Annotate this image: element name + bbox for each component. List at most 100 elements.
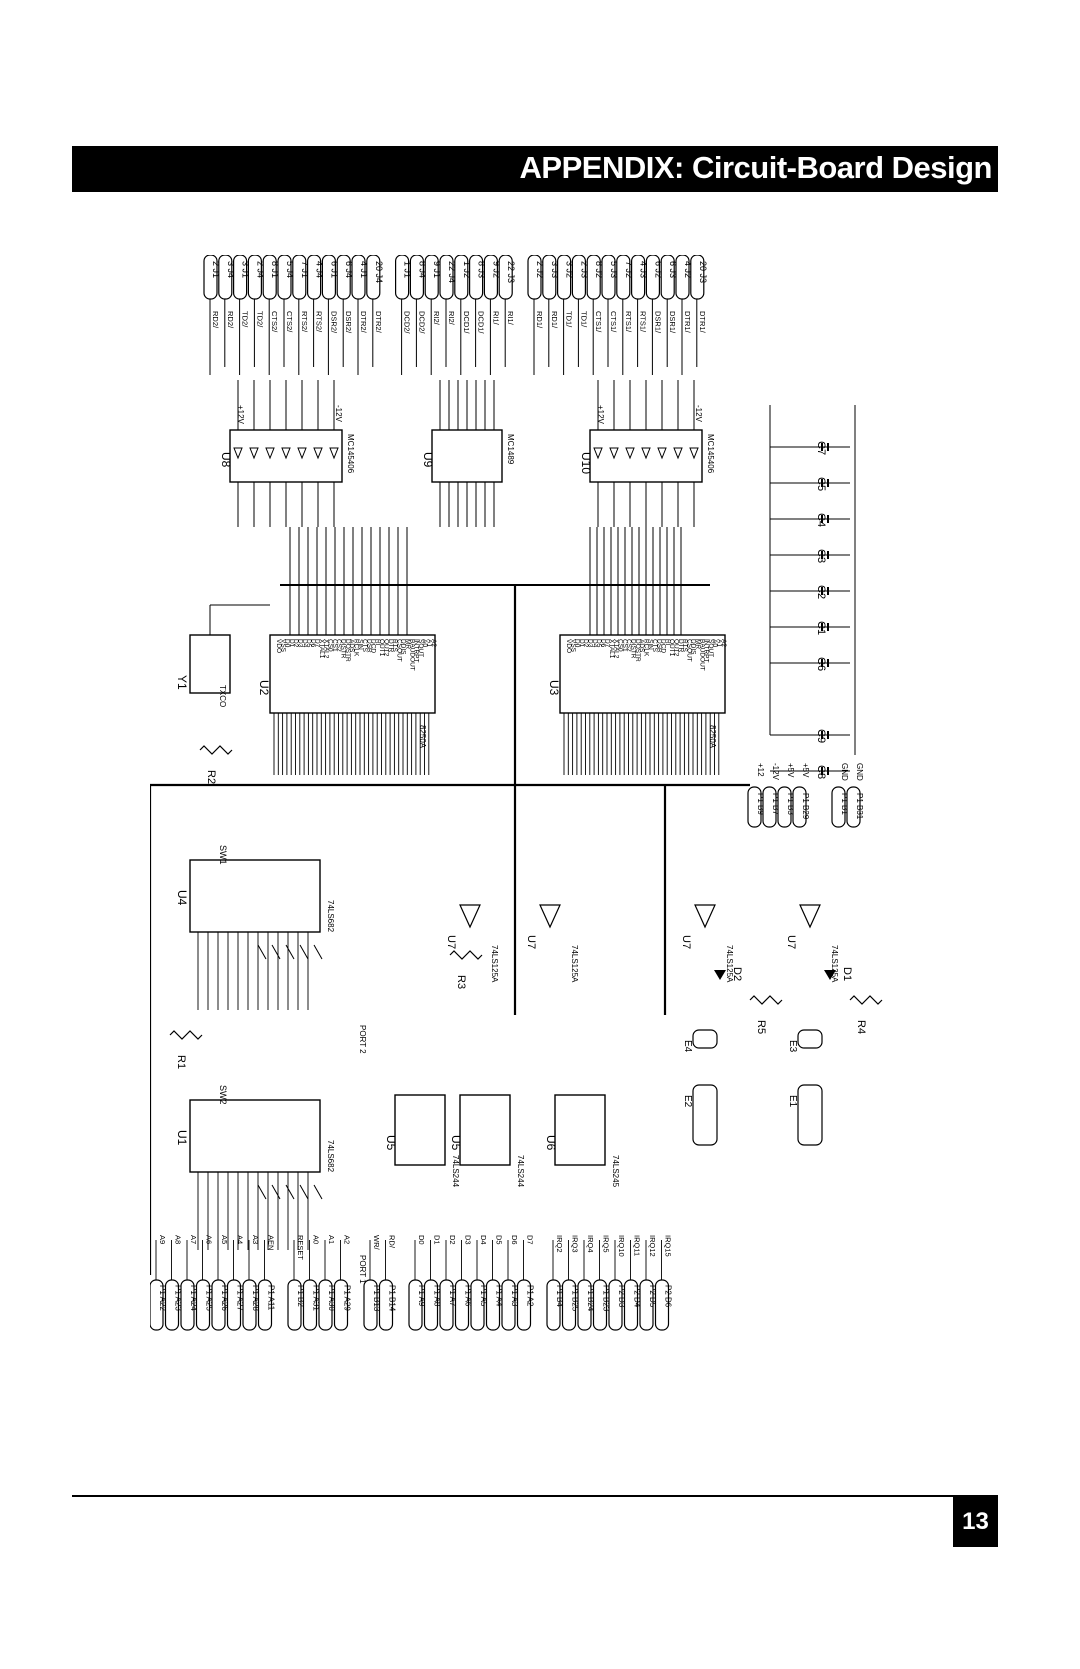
net-label: RD1/: [535, 311, 544, 329]
bus-connector: [363, 1279, 378, 1331]
pin-label: INTRPT: [413, 639, 420, 663]
pin-label: DSR: [365, 639, 372, 653]
net-label: IRQ10: [617, 1235, 626, 1257]
pin-label: DISTR: [630, 639, 637, 659]
net-label: RD/: [388, 1235, 397, 1249]
connector-label: P1 B25: [571, 1285, 580, 1312]
driver-chip: [431, 429, 503, 483]
diode: [714, 970, 726, 980]
connector-label: 8 J1: [270, 261, 280, 278]
connector-label: 4 J4: [315, 261, 325, 278]
net-label: A3: [251, 1235, 260, 1244]
net-label: A9: [158, 1235, 167, 1244]
net-label: A0: [312, 1235, 321, 1244]
pin-label: CS0: [327, 639, 334, 652]
connector-label: 9 J2: [491, 261, 501, 278]
connector-label: P1 B23: [602, 1285, 611, 1312]
connector-label: P1 A9: [417, 1285, 426, 1307]
wire: [285, 1184, 295, 1200]
connector-label: 2 J2: [535, 261, 545, 278]
bus-connector: [287, 1279, 302, 1331]
resistor: [849, 995, 883, 1005]
pin-label: A2: [430, 639, 437, 647]
net-label: A5: [220, 1235, 229, 1244]
pin-label: CS1: [331, 639, 338, 652]
pin-label: D3: [587, 639, 594, 648]
chip-part: 74LS244: [451, 1155, 460, 1188]
rail-label: +12V: [236, 405, 245, 425]
resistor-ref: R2: [205, 770, 217, 784]
chip-ref: U7: [680, 935, 692, 949]
bus-connector: [226, 1279, 242, 1331]
gate-triangle: [694, 904, 716, 929]
connector-label: 8 J3: [477, 261, 487, 278]
buffer-chip: [554, 1094, 606, 1166]
net-label: IRQ2: [555, 1235, 564, 1253]
pin-label: D1: [288, 639, 295, 648]
pin-label: CSOUT: [685, 639, 692, 662]
pin-label: BAUDOUT: [698, 639, 705, 671]
jumper: [692, 1084, 718, 1146]
net-label: DCD1/: [477, 311, 486, 334]
net-label: DCD2/: [417, 311, 426, 334]
chip-part: 74LS125A: [490, 945, 499, 983]
net-label: IRQ3: [571, 1235, 580, 1253]
connector-label: 1 J1: [403, 261, 413, 278]
chip-ref: U7: [525, 935, 537, 949]
power-connector: [831, 786, 846, 828]
oscillator: [189, 634, 231, 694]
net-label: DSR2/: [344, 311, 353, 334]
chip-ref: Y1: [175, 675, 189, 690]
chip-part: 74LS125A: [830, 945, 839, 983]
net-label: RESET: [296, 1235, 305, 1260]
net-label: D1: [433, 1235, 442, 1245]
pin-label: RTS: [391, 639, 398, 653]
connector-label: P2 D4: [633, 1285, 642, 1308]
net-label: RTS2/: [315, 311, 324, 333]
net-label: D6: [510, 1235, 519, 1245]
connector-label: P1 A29: [343, 1285, 352, 1311]
wire: [271, 944, 281, 960]
chip-ref: U5: [384, 1135, 398, 1151]
connector-label: P1 B24: [586, 1285, 595, 1312]
bus-connector: [592, 1279, 608, 1331]
bus-connector: [180, 1279, 195, 1331]
connector-label: 2 J3: [579, 261, 589, 278]
port-label: PORT 2: [358, 1025, 367, 1054]
chip-part: 74LS125A: [725, 945, 734, 983]
connector-label: P2 D5: [648, 1285, 657, 1308]
chip-ref: U6: [544, 1135, 558, 1151]
bus-connector: [608, 1279, 623, 1331]
pin-label: OUT2: [673, 639, 680, 657]
jumper-ref: E2: [682, 1095, 693, 1108]
chip-part: 74LS682: [326, 900, 335, 933]
pin-label: ADS: [638, 639, 645, 653]
pin-label: D6: [309, 639, 316, 648]
rail-label: -12V: [334, 405, 343, 423]
buffer-triangle: [249, 447, 259, 460]
connector-label: P1 B1: [840, 793, 849, 815]
connector-label: P1 A22: [158, 1285, 167, 1311]
net-label: D3: [464, 1235, 473, 1245]
buffer-triangle: [673, 447, 683, 460]
pin-label: D2: [292, 639, 299, 648]
power-connector: [777, 786, 792, 828]
pin-label: CS2: [625, 639, 632, 652]
net-label: RD2/: [211, 311, 220, 329]
connector-label: 1 J2: [462, 261, 472, 278]
connector-label: P1 A23: [174, 1285, 183, 1311]
rail-label: -12V: [694, 405, 703, 423]
resistor-ref: R4: [855, 1020, 867, 1034]
chip-part: TXCO: [218, 685, 227, 707]
connector-label: 4 J2: [683, 261, 693, 278]
pin-label: RCLK: [352, 639, 359, 657]
connector-label: P2 D3: [617, 1285, 626, 1308]
bus-connector: [423, 1279, 439, 1331]
buffer-triangle: [593, 447, 603, 460]
connector-label: P1 B9: [756, 793, 765, 815]
connector-label: 8 J4: [417, 261, 427, 278]
pin-label: D7: [604, 639, 611, 648]
pin-label: CTS: [651, 639, 658, 653]
resistor-ref: R1: [175, 1055, 187, 1069]
pin-label: XTAL2: [612, 639, 619, 659]
